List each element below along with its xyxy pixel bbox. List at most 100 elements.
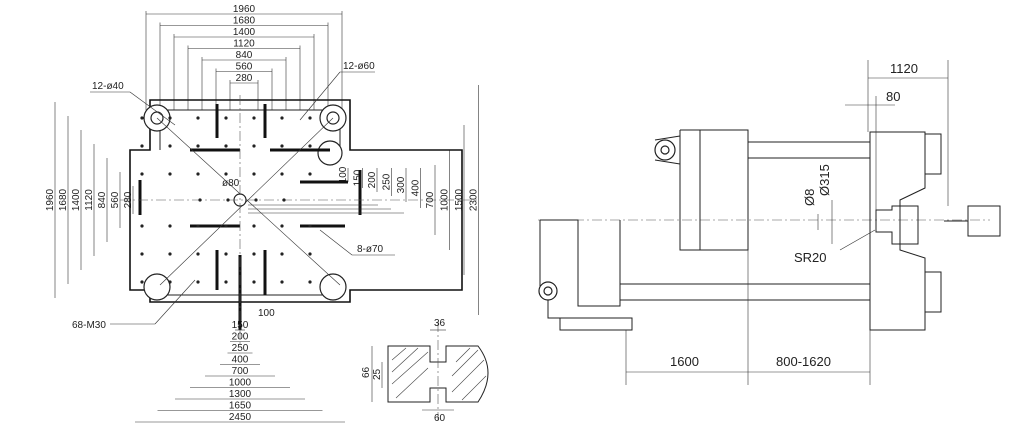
tapped-hole [224,116,228,120]
tapped-hole [168,280,172,284]
dim-label-left-1: 1680 [58,188,69,211]
tapped-hole [168,144,172,148]
t-slot-detail: 36 60 66 25 [361,318,489,424]
tapped-hole [168,172,172,176]
dim-label-left-2: 1400 [71,188,82,211]
rear-platen-body [539,219,633,331]
hatch-3 [391,351,429,385]
dim-label-right-3: 250 [382,173,393,190]
dim-label-right-4: 300 [396,176,407,193]
dim-label-bottom-3: 400 [232,355,249,366]
dim-label-right-1: 150 [353,169,364,186]
dim-label-top-5: 560 [236,62,253,73]
side-view: 1120 80 Ø8 Ø315 SR20 1600 800-1620 [538,60,1001,385]
tapped-hole [168,224,172,228]
leader-12-60-b [299,71,341,121]
horizontal-dimension-stack-bottom: 1502002504007001000130016502450100 [135,308,345,423]
callout-tie-bar-holes-left: 12-ø40 [92,81,124,92]
t-slot-dim-bottom: 60 [434,413,446,424]
tapped-hole [252,144,256,148]
diagonal-centerline-a [156,117,341,286]
side-dim-80: 80 [886,89,900,104]
tapped-hole [196,224,200,228]
dim-label-bottom-8: 2450 [229,412,252,423]
toggle-pin-left-inner [543,286,553,296]
t-slot-dim-left-outer: 66 [361,366,372,378]
moving-platen [679,129,749,251]
callout-center-bore: ø80 [222,178,240,189]
tapped-hole [252,116,256,120]
tapped-hole [140,280,144,284]
fixed-platen-cap-bottom [924,271,942,313]
dim-label-top-4: 840 [236,50,253,61]
tapped-hole [252,252,256,256]
callout-tapped-holes: 68-M30 [72,320,106,331]
diagonal-centerline-b [159,117,334,286]
leader-8-70 [319,229,353,256]
side-dim-800-1620: 800-1620 [776,354,831,369]
fixed-platen-cap-top [924,133,942,175]
tapped-hole [308,224,312,228]
tapped-hole [282,198,286,202]
dim-label-top-3: 1120 [233,39,255,50]
tapped-hole-pattern [140,116,312,284]
callout-tie-bar-holes-right: 12-ø60 [343,61,375,72]
dim-label-left-0: 1960 [45,188,56,211]
tapped-hole [196,172,200,176]
leader-68-m30-b [154,279,196,325]
dim-label-right-0: 100 [338,166,349,183]
dim-label-left-4: 840 [97,191,108,208]
dim-label-left-3: 1120 [84,189,95,211]
tapped-hole [224,144,228,148]
tapped-hole [308,252,312,256]
tapped-hole [280,144,284,148]
tapped-hole [280,280,284,284]
dim-label-bottom-4: 700 [232,366,249,377]
tapped-hole [252,172,256,176]
hatch-6 [451,349,479,377]
callout-leaders [90,71,395,325]
side-dim-1120: 1120 [890,61,918,76]
hatch-5 [455,347,471,363]
tapped-hole [168,116,172,120]
side-dim-1600: 1600 [670,354,699,369]
tapped-hole [308,144,312,148]
callout-ejector-holes: 8-ø70 [357,244,384,255]
dim-label-right-8: 1500 [454,188,465,211]
hatch-8 [461,375,487,401]
fixed-platen [869,131,926,331]
tapped-hole [308,116,312,120]
tapped-hole [224,252,228,256]
t-slot-dim-top: 36 [434,318,446,329]
tapped-hole [168,252,172,256]
tapped-hole [224,172,228,176]
hatch-7 [451,359,485,393]
tapped-hole [196,116,200,120]
dim-label-right-2: 200 [367,171,378,188]
toggle-link [654,135,681,165]
tapped-hole [224,224,228,228]
tapped-hole [196,144,200,148]
dim-label-top-0: 1960 [233,4,256,15]
leader-12-40-b [129,91,176,126]
dim-label-right-9: 2300 [469,188,480,211]
tapped-hole [196,280,200,284]
tapped-hole [140,144,144,148]
side-dim-nozzle-radius: SR20 [794,250,827,265]
hatch-1 [391,347,407,361]
tapped-hole [308,280,312,284]
tapped-hole [198,198,202,202]
tapped-hole [254,198,258,202]
tapped-hole [280,224,284,228]
side-dim-nozzle-hole: Ø8 [802,189,817,206]
tapped-hole [280,252,284,256]
hatch-4 [395,367,429,399]
side-dim-locating-ring: Ø315 [817,164,832,196]
tapped-hole [308,172,312,176]
tie-bar-boss-bottom-left [143,273,171,301]
nozzle-housing [875,205,919,245]
tapped-hole [140,172,144,176]
